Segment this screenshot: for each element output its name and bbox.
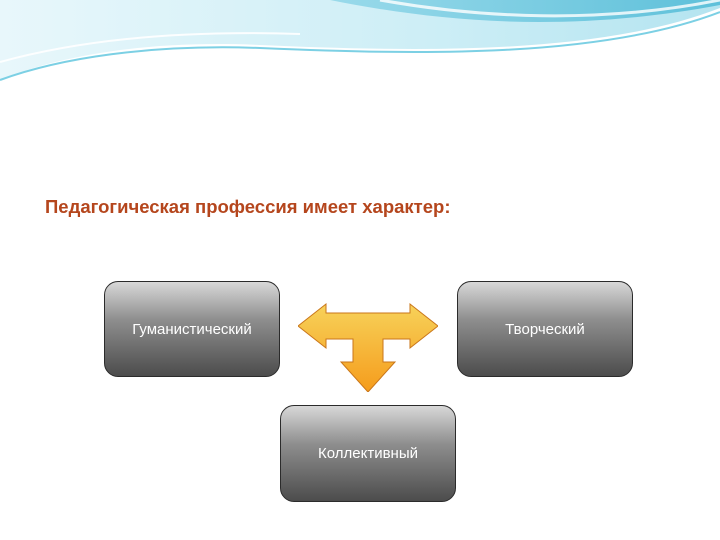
box-creative: Творческий <box>457 281 633 377</box>
box-collective-label: Коллективный <box>318 445 418 462</box>
box-collective: Коллективный <box>280 405 456 502</box>
box-humanistic: Гуманистический <box>104 281 280 377</box>
box-creative-label: Творческий <box>505 320 585 338</box>
slide-title: Педагогическая профессия имеет характер: <box>45 196 451 217</box>
box-humanistic-label: Гуманистический <box>132 320 252 338</box>
decorative-wave-header <box>0 0 720 81</box>
three-way-arrow-icon <box>298 302 438 392</box>
